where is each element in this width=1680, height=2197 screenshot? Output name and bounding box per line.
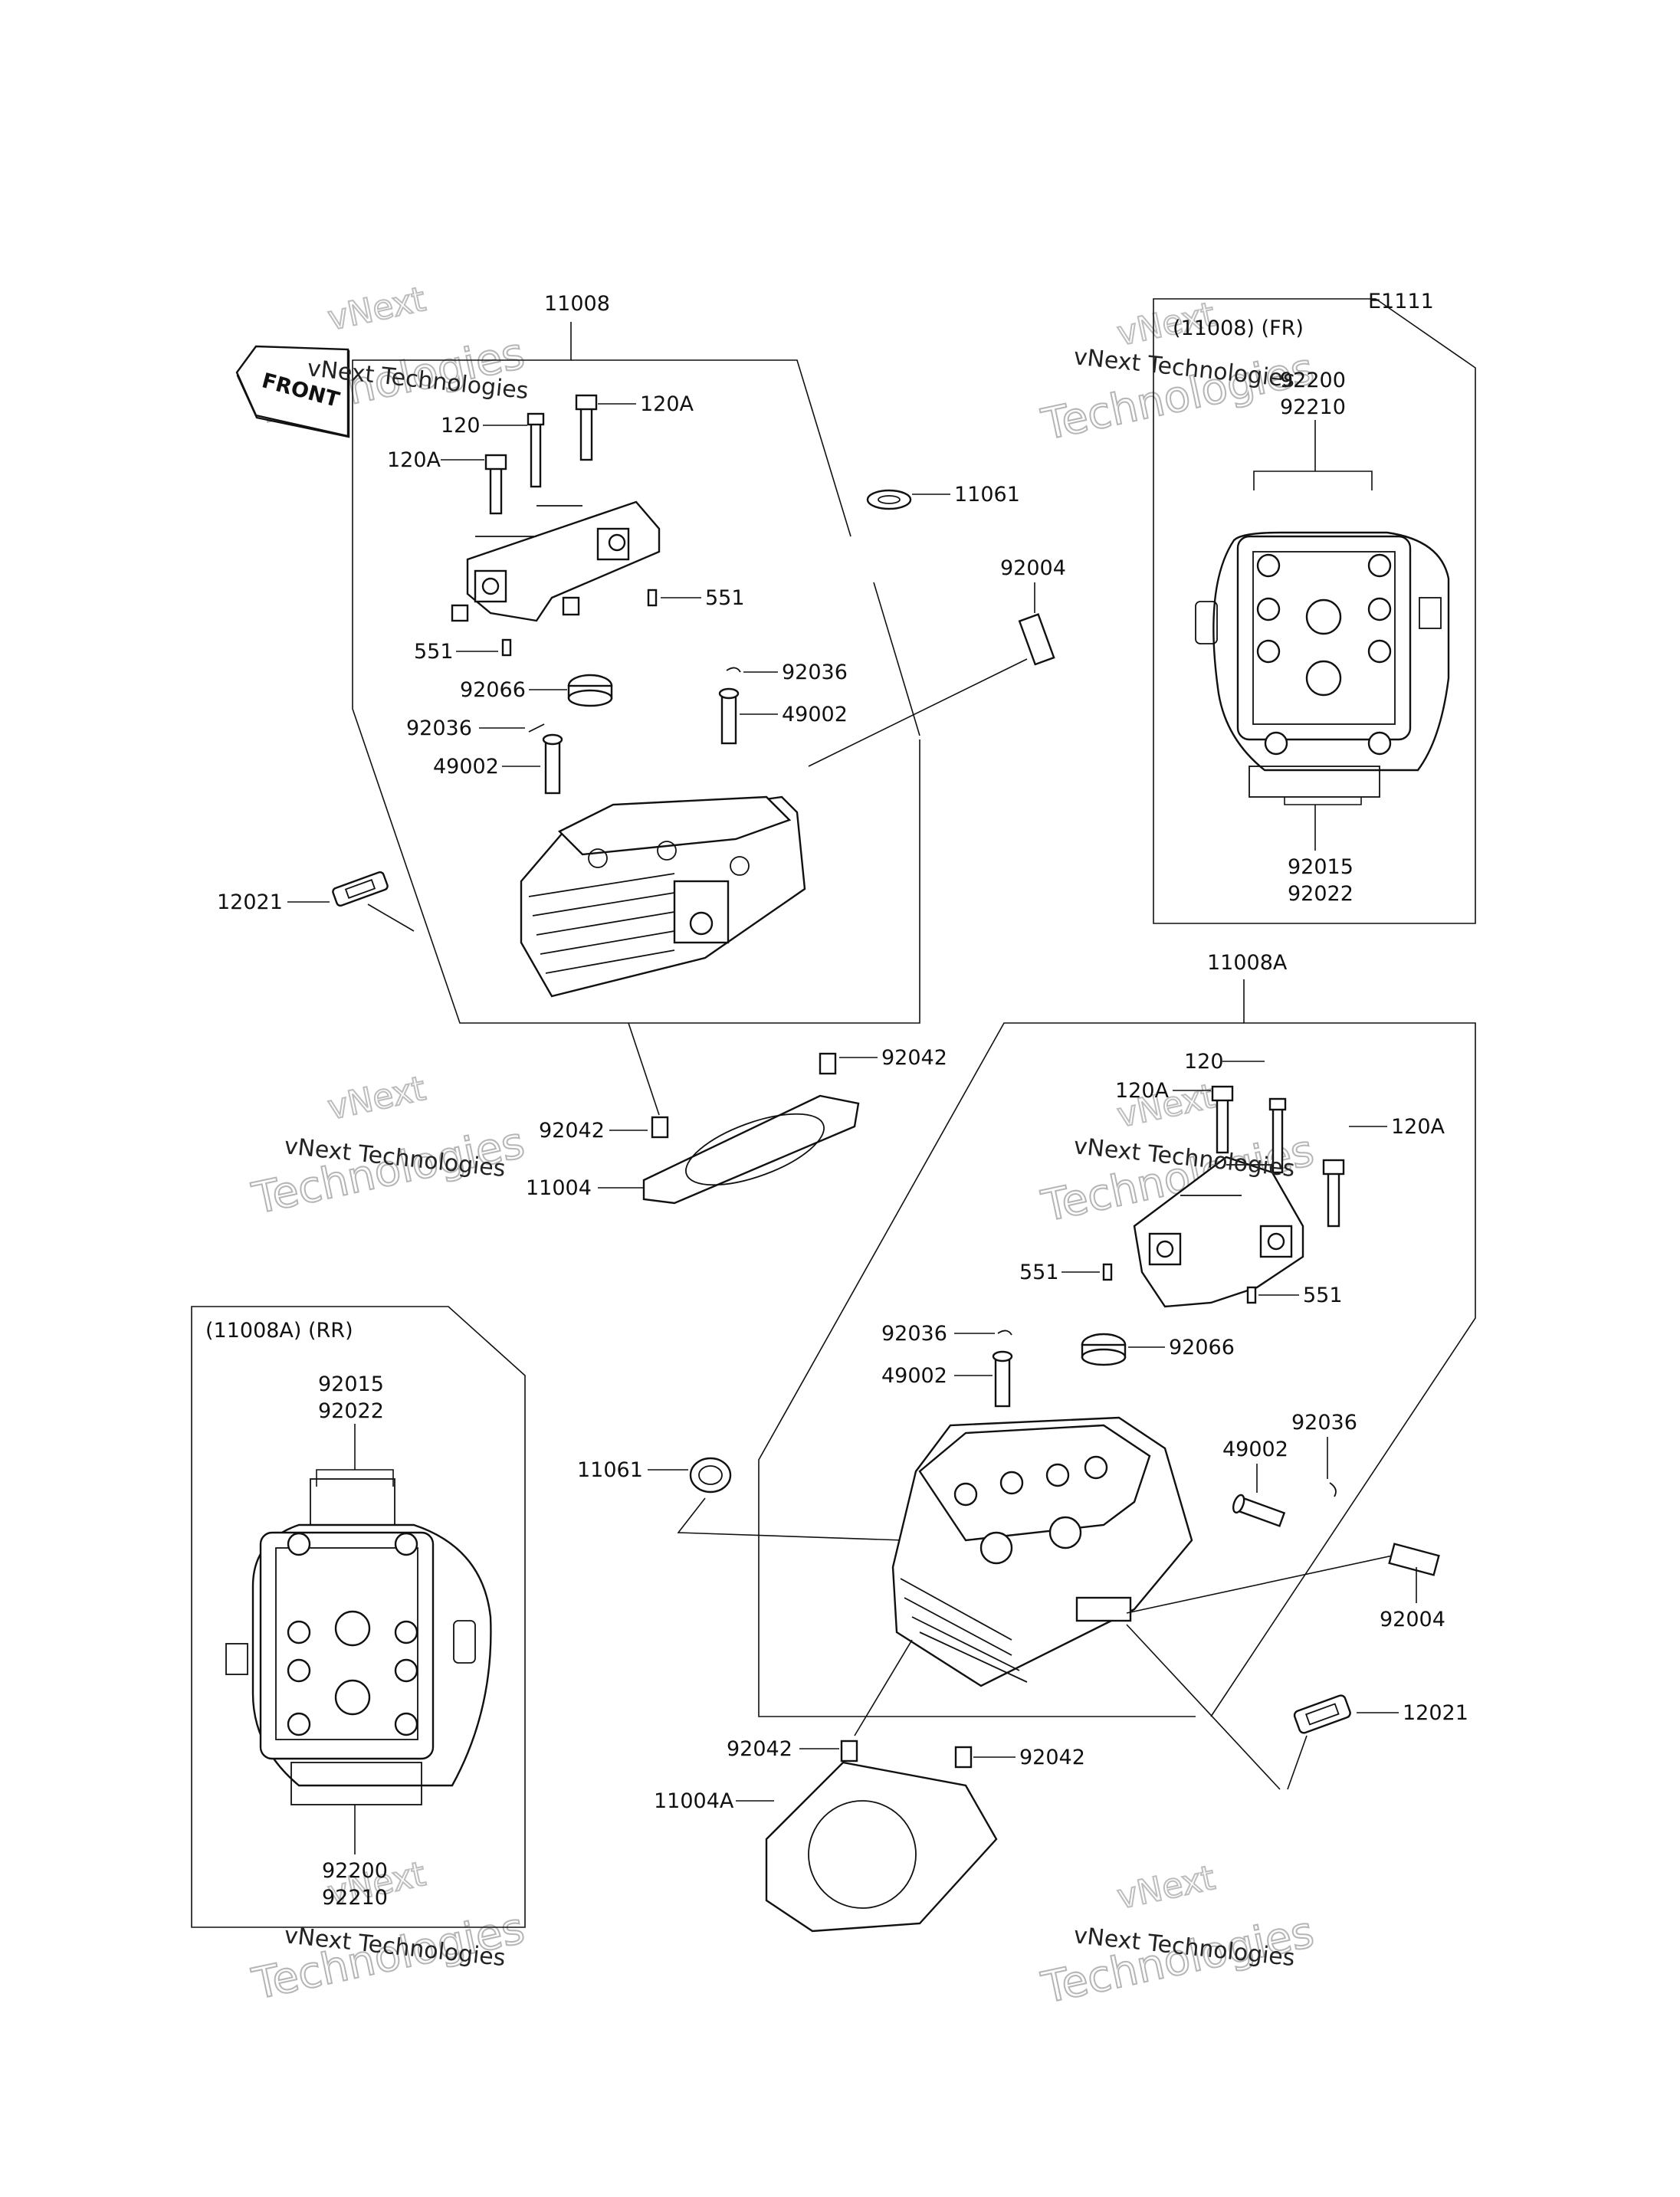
rear-valve-guide-49002-b [1232,1494,1286,1527]
callout-11004: 11004 [526,1176,592,1200]
callout-92004: 92004 [1000,556,1066,580]
rear-bolt-120a-a [1211,1085,1234,1154]
rocker-holder [451,500,661,622]
callout-rear-120a-right: 120A [1391,1115,1445,1139]
rear-dowel-92042-a [840,1740,858,1763]
watermark-text-1: vNext [324,280,428,339]
callout-rear-11061: 11061 [577,1458,643,1482]
callout-92042-right: 92042 [881,1046,947,1070]
inset-front-bottom-2: 92022 [1288,882,1354,906]
callout-rear-92042-left: 92042 [727,1737,792,1761]
inset-rear-bottom-2: 92210 [322,1886,388,1910]
dowel-551-a [647,589,658,607]
dowel-92042-a [819,1052,837,1075]
rear-bolt-120 [1268,1097,1287,1174]
callout-92036-right: 92036 [782,661,848,684]
callout-rear-12021: 12021 [1403,1701,1468,1725]
inset-rear-bottom-1: 92200 [322,1859,388,1883]
callout-rear-92036-right: 92036 [1291,1411,1357,1435]
plug-92066 [567,674,613,707]
callout-11008a: 11008A [1207,951,1288,975]
valve-guide-49002-b [542,733,563,795]
inset-front-top-2: 92210 [1280,395,1346,419]
front-arrow-icon: FRONT [235,345,350,438]
callout-92036-left: 92036 [406,716,472,740]
watermark-3: vNext Technologies [248,1068,530,1225]
inset-front: E1111 (11008) (FR) 92200 92210 92015 920… [1153,290,1476,924]
callout-rear-11004a: 11004A [654,1789,734,1813]
rear-dowel-551-a [1102,1263,1113,1281]
inset-rear-title: (11008A) (RR) [205,1319,353,1343]
stud-92004 [1018,613,1055,666]
callout-120a-top: 120A [640,392,694,416]
clip-92036-a [726,667,741,673]
dowel-551-b [501,638,512,657]
inset-front-head-top [1195,531,1450,798]
callout-120: 120 [441,414,481,438]
watermark-text-1: vNext [1114,1858,1218,1917]
bolt-120a-b [484,454,507,515]
inset-rear: (11008A) (RR) 92015 92022 92200 92210 [191,1306,526,1928]
inset-rear-top-2: 92022 [318,1399,384,1423]
callout-rear-92036-left: 92036 [881,1322,947,1346]
rear-clip-92036-a [997,1330,1012,1336]
callout-49002-left: 49002 [433,755,499,779]
rear-cylinder-head [891,1416,1193,1687]
callout-rear-551-left: 551 [1019,1261,1059,1284]
bolt-120a-a [575,394,598,461]
inset-rear-head-top [225,1478,492,1805]
inset-rear-top-1: 92015 [318,1372,384,1396]
callout-12021: 12021 [217,890,283,914]
callout-rear-92004: 92004 [1380,1608,1445,1631]
clip-92036-b [528,723,545,733]
gasket-11061 [866,489,912,510]
rear-gasket-12021 [1293,1694,1351,1734]
rear-bolt-120a-b [1322,1159,1345,1228]
inset-front-bottom-1: 92015 [1288,855,1354,879]
rear-plug-92066 [1081,1333,1127,1366]
dowel-92042-b [651,1116,669,1139]
front-head-callouts: 11008 120A 120 120A 11061 551 551 92004 … [217,292,1066,1200]
callout-rear-92066: 92066 [1169,1336,1235,1359]
callout-120a-left: 120A [387,448,441,472]
valve-guide-49002-a [718,687,740,745]
rear-stud-92004 [1388,1543,1440,1576]
rear-gasket-11061 [689,1457,732,1494]
bolt-120 [527,412,545,488]
rear-base-gasket-11004a [765,1761,998,1933]
callout-92042-left: 92042 [539,1119,605,1143]
callout-92066: 92066 [460,678,526,702]
callout-rear-92042-right: 92042 [1019,1746,1085,1769]
diagram-code: E1111 [1368,290,1434,313]
callout-551-right: 551 [705,586,745,610]
gasket-12021 [332,871,389,907]
callout-49002-right: 49002 [782,703,848,726]
callout-rear-49002-left: 49002 [881,1364,947,1388]
watermark-6: vNext Technologies [1037,1858,1319,2015]
rear-dowel-92042-b [954,1746,973,1769]
callout-rear-551-right: 551 [1303,1284,1343,1307]
callout-11061: 11061 [954,483,1020,507]
rear-dowel-551-b [1246,1286,1257,1304]
front-cylinder-head [520,795,806,998]
inset-front-top-1: 92200 [1280,369,1346,392]
rear-valve-guide-49002-a [992,1350,1013,1408]
callout-rear-120: 120 [1184,1050,1224,1074]
callout-rear-120a-left: 120A [1115,1079,1170,1103]
inset-front-title: (11008) (FR) [1173,316,1304,340]
rear-head-group [677,979,1476,1933]
rear-rocker-holder [1133,1156,1304,1308]
callout-551-left: 551 [414,640,454,664]
callout-rear-49002-right: 49002 [1222,1438,1288,1461]
front-head-group [332,322,1055,1205]
base-gasket-11004 [642,1094,860,1205]
watermark-text-1: vNext [324,1069,428,1128]
rear-clip-92036-b [1329,1482,1337,1497]
callout-11008: 11008 [544,292,610,316]
rear-head-callouts: 11008A 120 120A 120A 551 551 92036 92066… [577,951,1468,1813]
